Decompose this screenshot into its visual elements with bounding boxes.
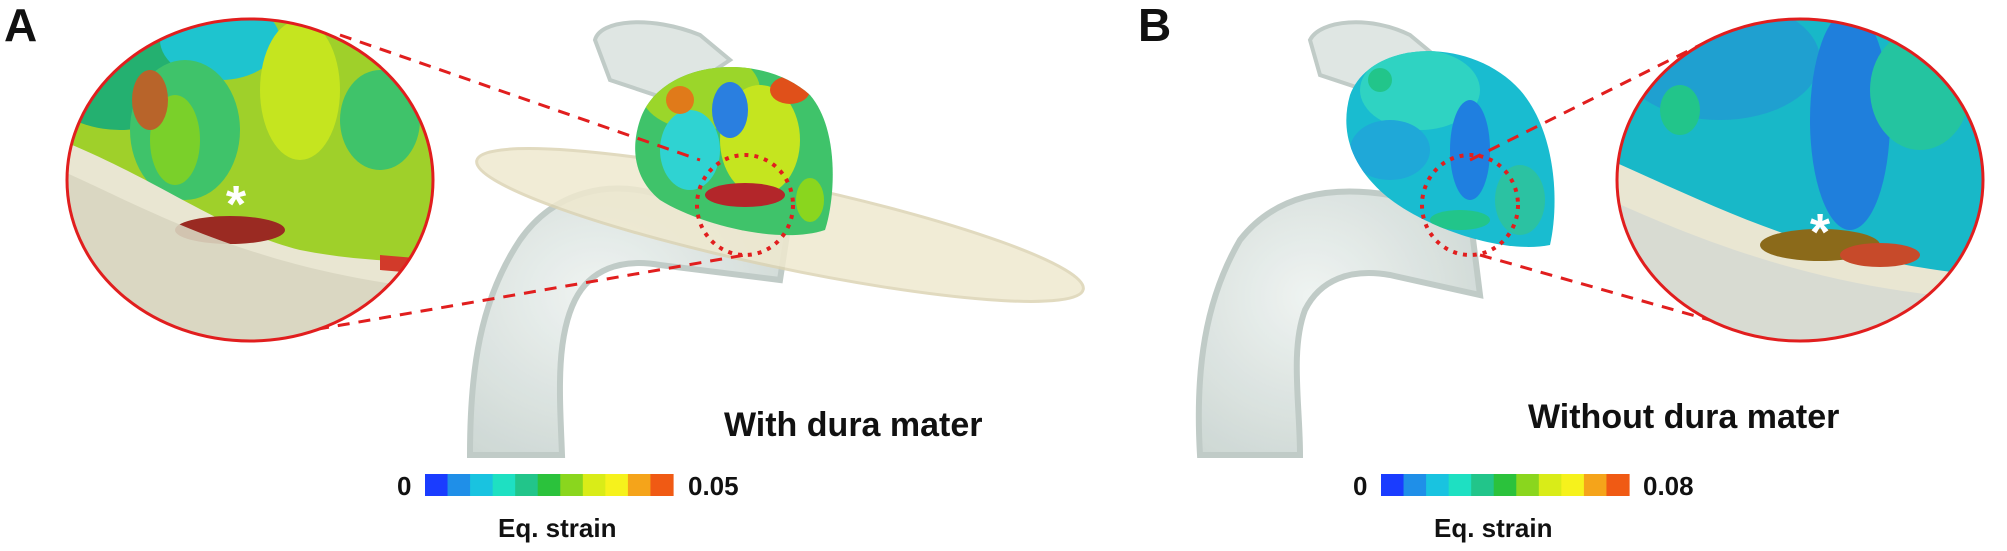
caption-with-dura: With dura mater bbox=[724, 406, 983, 444]
colorbar-a-swatch bbox=[560, 474, 584, 496]
magnified-inset-b bbox=[1617, 19, 1983, 341]
colorbar-b-swatch bbox=[1403, 474, 1427, 496]
colorbar-a-swatch bbox=[605, 474, 629, 496]
colorbar-a-swatch bbox=[582, 474, 606, 496]
colorbar-b-swatch bbox=[1606, 474, 1630, 496]
colorbar-b-swatch bbox=[1516, 474, 1540, 496]
colorbar-a bbox=[425, 474, 674, 496]
colorbar-b-title: Eq. strain bbox=[1434, 513, 1553, 543]
colorbar-b-swatch bbox=[1561, 474, 1585, 496]
colorbar-b-swatch bbox=[1471, 474, 1495, 496]
panel-label-b: B bbox=[1138, 0, 1172, 51]
dotted-roi-a bbox=[695, 153, 795, 257]
colorbar-b-min: 0 bbox=[1353, 471, 1368, 501]
colorbar-a-max: 0.05 bbox=[688, 471, 739, 501]
colorbar-b bbox=[1381, 474, 1630, 496]
colorbar-b-swatch bbox=[1426, 474, 1450, 496]
caption-without-dura: Without dura mater bbox=[1528, 398, 1840, 436]
colorbar-b-swatch bbox=[1538, 474, 1562, 496]
colorbar-a-swatch bbox=[650, 474, 674, 496]
inset-border-a bbox=[65, 17, 435, 343]
callout-line-a-top bbox=[339, 33, 701, 162]
colorbar-a-swatch bbox=[537, 474, 561, 496]
colorbar-b-swatch bbox=[1583, 474, 1608, 496]
colorbar-b-max: 0.08 bbox=[1643, 471, 1694, 501]
inset-border-b bbox=[1615, 17, 1985, 343]
aneurysm-dome-a bbox=[635, 67, 833, 236]
panel-label-a: A bbox=[4, 0, 38, 51]
colorbar-a-swatch bbox=[492, 474, 516, 496]
colorbar-a-min: 0 bbox=[397, 471, 412, 501]
colorbar-a-title: Eq. strain bbox=[498, 513, 617, 543]
colorbar-b-swatch bbox=[1448, 474, 1472, 496]
callout-line-b-top bbox=[1469, 38, 1711, 162]
colorbar-b-swatch bbox=[1493, 474, 1517, 496]
callout-line-b-bottom bbox=[1479, 253, 1746, 332]
colorbar-a-swatch bbox=[515, 474, 539, 496]
colorbar-b-swatch bbox=[1381, 474, 1405, 496]
colorbar-a-swatch bbox=[447, 474, 471, 496]
colorbar-a-swatch bbox=[425, 474, 449, 496]
max-strain-marker-a: * bbox=[226, 176, 247, 234]
dotted-roi-b bbox=[1420, 153, 1520, 257]
colorbar-a-swatch bbox=[470, 474, 494, 496]
colorbar-a-swatch bbox=[627, 474, 652, 496]
max-strain-marker-b: * bbox=[1810, 204, 1831, 262]
